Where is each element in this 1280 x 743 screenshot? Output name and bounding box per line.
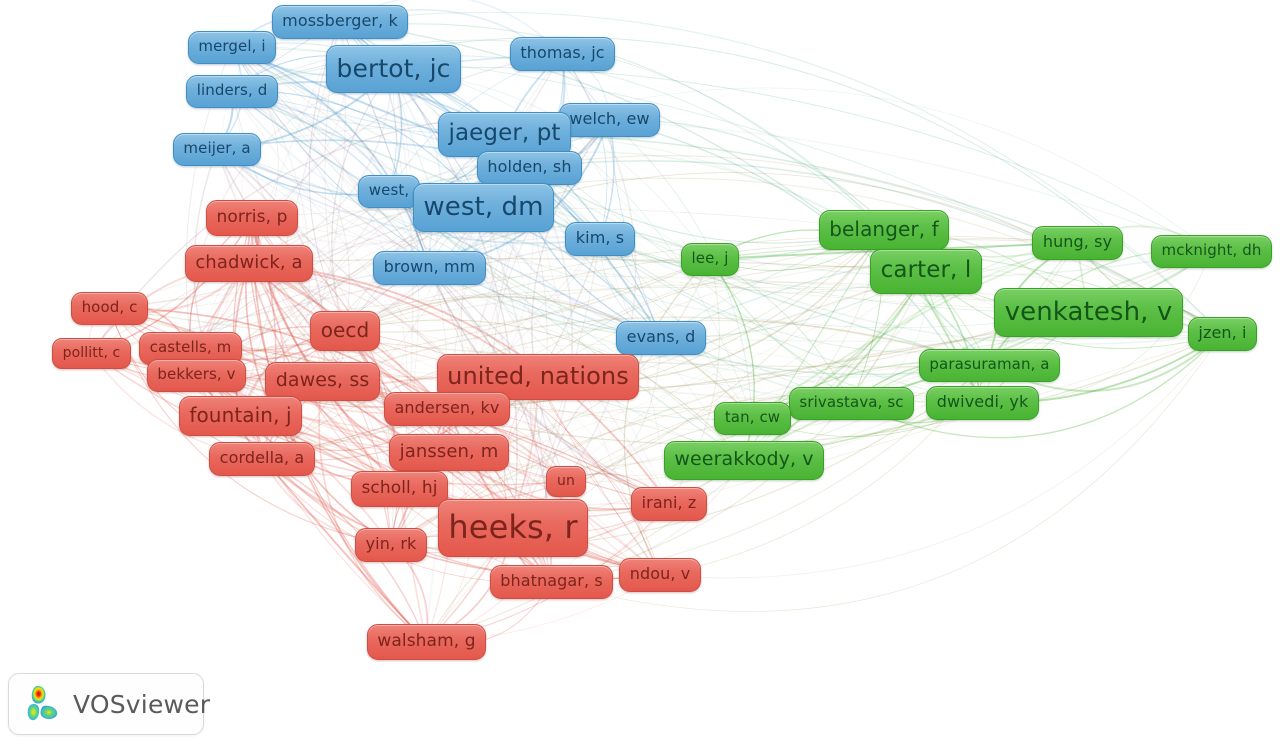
network-node-dwivedi-yk[interactable]: dwivedi, yk (926, 386, 1039, 420)
network-node-jaeger-pt[interactable]: jaeger, pt (438, 112, 571, 157)
network-node-label: walsham, g (377, 630, 476, 651)
vosviewer-logo-label: VOSviewer (73, 689, 211, 719)
network-node-label: meijer, a (183, 139, 251, 157)
network-node-oecd[interactable]: oecd (310, 311, 380, 351)
network-node-irani-z[interactable]: irani, z (631, 487, 707, 521)
network-node-yin-rk[interactable]: yin, rk (355, 528, 427, 562)
network-node-hung-sy[interactable]: hung, sy (1032, 226, 1123, 260)
network-node-label: united, nations (447, 362, 629, 390)
network-node-label: norris, p (216, 206, 288, 227)
network-node-label: kim, s (575, 228, 625, 247)
vosviewer-logo: VOSviewer (8, 673, 210, 735)
network-node-cordella-a[interactable]: cordella, a (209, 442, 315, 476)
network-node-label: west, dm (423, 191, 544, 222)
network-node-label: fountain, j (189, 403, 292, 427)
network-node-bekkers-v[interactable]: bekkers, v (147, 359, 246, 392)
network-node-label: linders, d (196, 81, 268, 99)
network-node-meijer-a[interactable]: meijer, a (173, 133, 261, 166)
network-node-hood-c[interactable]: hood, c (71, 292, 148, 325)
network-node-label: jaeger, pt (448, 120, 561, 146)
network-node-label: mcknight, dh (1161, 241, 1262, 259)
network-node-un[interactable]: un (546, 466, 586, 497)
network-node-label: pollitt, c (62, 344, 121, 361)
network-node-label: bertot, jc (336, 53, 451, 83)
network-node-brown-mm[interactable]: brown, mm (373, 251, 486, 285)
network-node-west-dm[interactable]: west, dm (413, 183, 554, 232)
network-node-linders-d[interactable]: linders, d (186, 75, 278, 108)
network-node-label: parasuraman, a (929, 355, 1050, 373)
network-node-evans-d[interactable]: evans, d (616, 321, 706, 355)
network-node-andersen-kv[interactable]: andersen, kv (384, 392, 510, 426)
network-node-dawes-ss[interactable]: dawes, ss (265, 362, 380, 401)
network-node-carter-l[interactable]: carter, l (870, 249, 982, 294)
network-node-united-nations[interactable]: united, nations (437, 354, 639, 400)
network-node-label: bekkers, v (157, 365, 236, 383)
network-node-label: mergel, i (198, 37, 266, 55)
network-node-label: srivastava, sc (799, 393, 904, 411)
network-node-label: ndou, v (629, 564, 691, 583)
network-node-ndou-v[interactable]: ndou, v (619, 558, 701, 592)
network-node-label: weerakkody, v (674, 448, 814, 470)
network-node-label: mossberger, k (282, 11, 398, 30)
network-node-label: hood, c (81, 298, 138, 316)
network-node-label: scholl, hj (361, 477, 438, 498)
network-node-norris-p[interactable]: norris, p (206, 200, 298, 236)
network-node-venkatesh-v[interactable]: venkatesh, v (994, 288, 1183, 337)
network-node-label: west, (368, 181, 410, 199)
network-node-label: cordella, a (219, 448, 305, 467)
network-node-label: thomas, jc (520, 43, 605, 62)
network-node-label: irani, z (641, 493, 697, 512)
network-node-bertot-jc[interactable]: bertot, jc (326, 45, 461, 93)
network-node-janssen-m[interactable]: janssen, m (389, 434, 509, 471)
network-node-label: carter, l (880, 257, 972, 283)
network-node-fountain-j[interactable]: fountain, j (179, 396, 302, 436)
network-node-label: welch, ew (569, 109, 650, 128)
network-node-srivastava-sc[interactable]: srivastava, sc (789, 387, 914, 420)
network-node-label: chadwick, a (195, 251, 303, 273)
network-node-label: heeks, r (448, 508, 578, 546)
network-node-label: janssen, m (399, 440, 499, 462)
network-node-label: dwivedi, yk (936, 392, 1029, 411)
network-node-label: andersen, kv (394, 398, 500, 417)
network-node-label: tan, cw (724, 408, 781, 426)
network-node-tan-cw[interactable]: tan, cw (714, 402, 791, 435)
network-node-walsham-g[interactable]: walsham, g (367, 624, 486, 660)
vosviewer-density-icon (27, 686, 58, 721)
network-node-welch-ew[interactable]: welch, ew (559, 103, 660, 137)
network-node-mossberger-k[interactable]: mossberger, k (272, 5, 408, 39)
network-node-west[interactable]: west, (358, 175, 420, 208)
network-node-chadwick-a[interactable]: chadwick, a (185, 245, 313, 282)
network-node-thomas-jc[interactable]: thomas, jc (510, 37, 615, 71)
network-node-label: un (557, 472, 575, 489)
network-node-label: bhatnagar, s (500, 571, 603, 590)
network-node-label: evans, d (626, 327, 696, 346)
network-node-holden-sh[interactable]: holden, sh (477, 151, 582, 185)
network-node-label: belanger, f (829, 217, 939, 241)
network-node-label: yin, rk (365, 534, 417, 553)
network-node-kim-s[interactable]: kim, s (565, 222, 635, 256)
network-node-label: lee, j (691, 249, 729, 267)
network-node-heeks-r[interactable]: heeks, r (438, 499, 588, 557)
network-node-label: hung, sy (1042, 232, 1113, 251)
network-node-belanger-f[interactable]: belanger, f (819, 210, 949, 250)
network-node-mergel-i[interactable]: mergel, i (188, 31, 276, 64)
network-node-parasuraman-a[interactable]: parasuraman, a (919, 349, 1060, 382)
network-node-lee-j[interactable]: lee, j (681, 243, 739, 276)
network-node-bhatnagar-s[interactable]: bhatnagar, s (490, 565, 613, 599)
network-node-label: jzen, i (1198, 323, 1247, 342)
network-node-mcknight-dh[interactable]: mcknight, dh (1151, 235, 1272, 268)
network-node-ajzen-i[interactable]: jzen, i (1188, 317, 1257, 351)
network-node-label: oecd (320, 318, 370, 342)
network-node-scholl-hj[interactable]: scholl, hj (351, 471, 448, 507)
network-node-label: castells, m (149, 338, 232, 356)
network-node-pollitt-c[interactable]: pollitt, c (52, 338, 131, 369)
network-node-label: holden, sh (487, 157, 572, 176)
network-node-label: brown, mm (383, 257, 476, 276)
network-node-label: dawes, ss (275, 369, 370, 391)
network-node-label: venkatesh, v (1004, 296, 1173, 327)
network-node-weerakkody-v[interactable]: weerakkody, v (664, 441, 824, 480)
